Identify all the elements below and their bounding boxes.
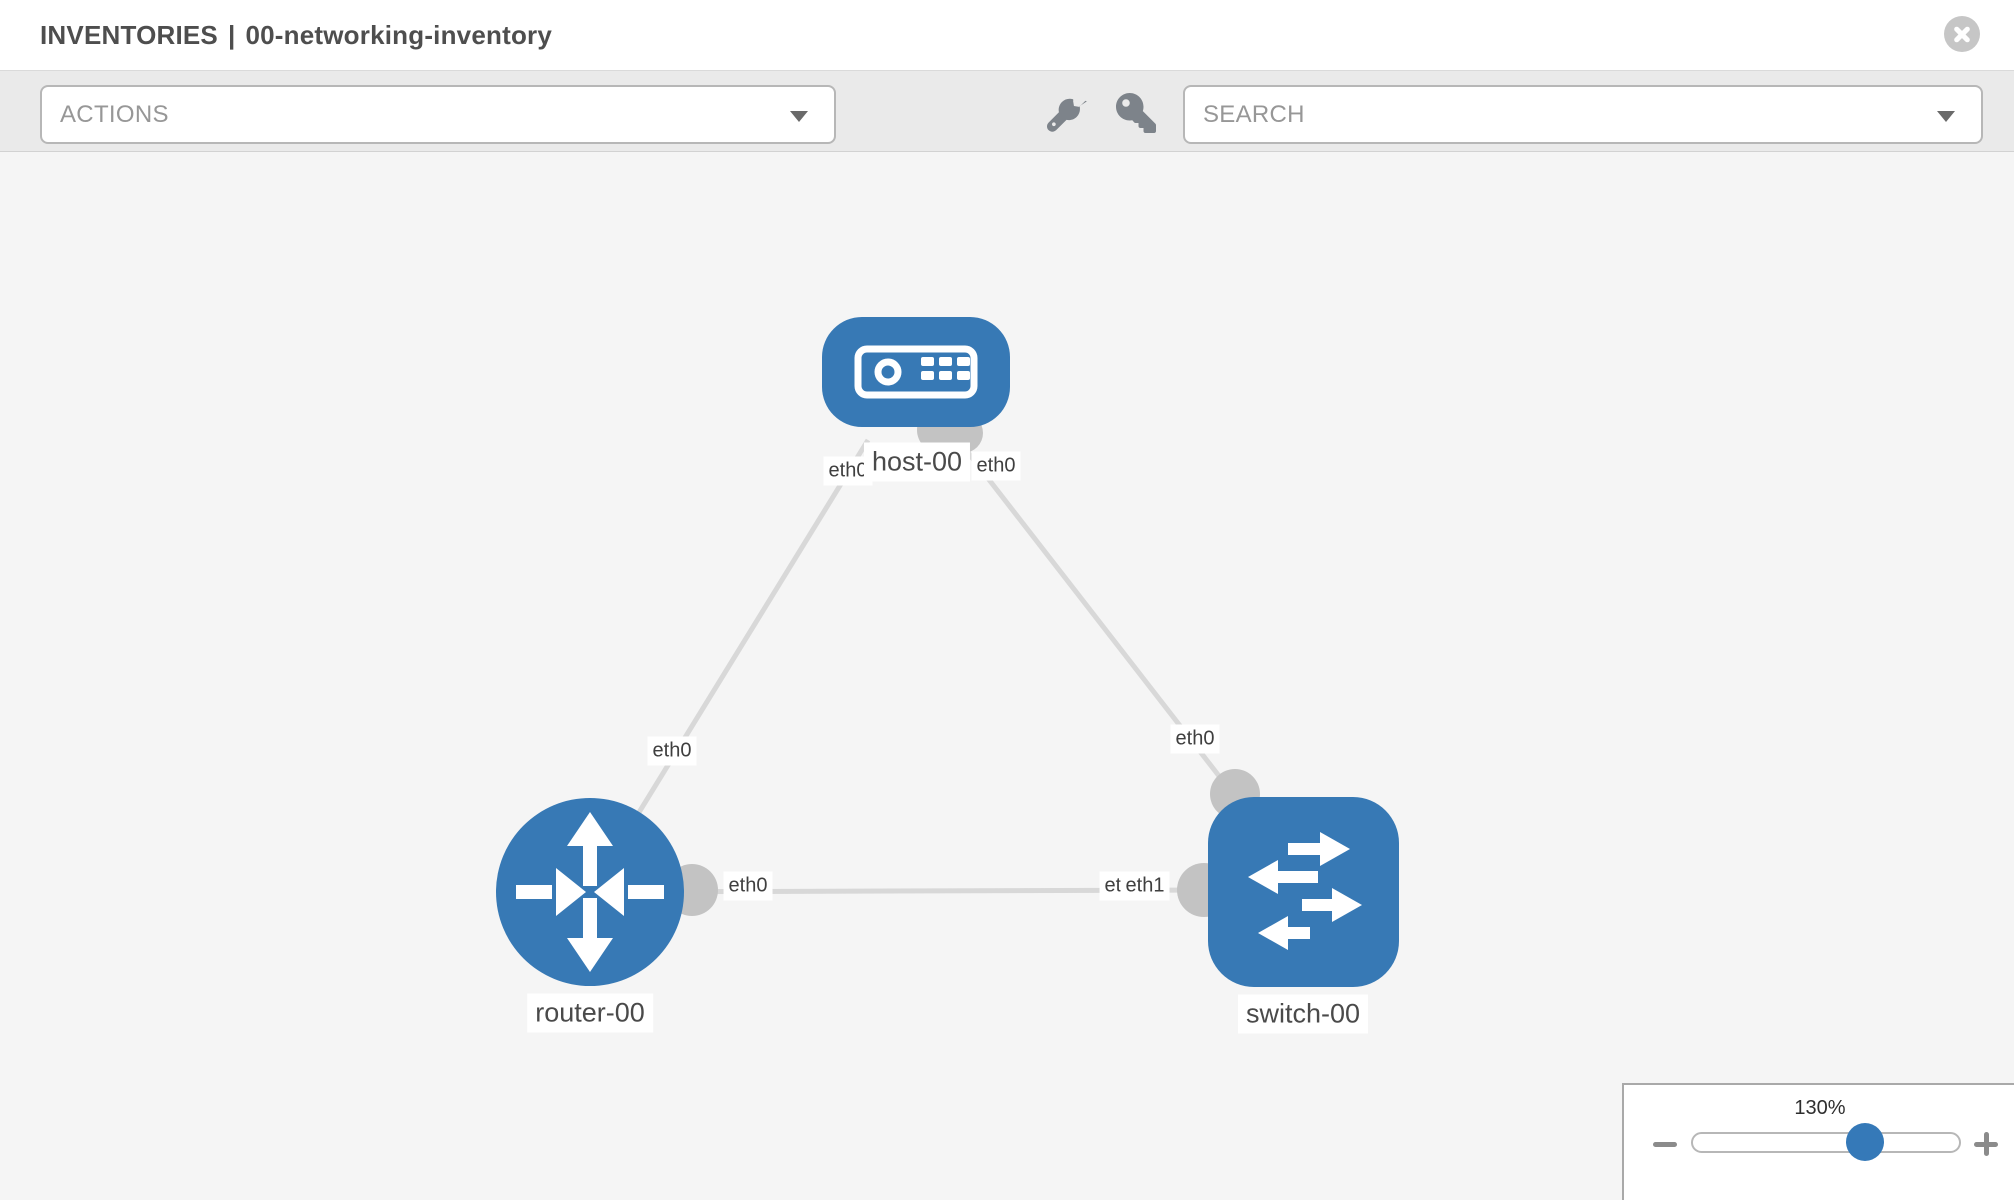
key-icon bbox=[1116, 93, 1156, 133]
interface-label: eth0 bbox=[647, 736, 697, 766]
inventory-name: 00-networking-inventory bbox=[245, 20, 553, 50]
switch-arrows-icon bbox=[1248, 832, 1362, 950]
node-label-host: host-00 bbox=[863, 442, 971, 482]
zoom-level-label: 130% bbox=[1794, 1097, 1846, 1119]
page-title: INVENTORIES | 00-networking-inventory bbox=[40, 0, 552, 70]
node-host-00[interactable] bbox=[822, 317, 1010, 427]
breadcrumb-separator: | bbox=[227, 20, 236, 50]
actions-dropdown[interactable]: ACTIONS bbox=[40, 85, 836, 144]
node-label-switch: switch-00 bbox=[1237, 994, 1369, 1034]
router-arrows-icon bbox=[516, 812, 664, 972]
host-device-icon bbox=[854, 345, 978, 399]
toolbar: ACTIONS SEARCH bbox=[0, 70, 2014, 152]
topology-canvas[interactable] bbox=[0, 152, 2014, 1200]
key-legend-button[interactable] bbox=[1110, 93, 1162, 133]
zoom-slider-thumb[interactable] bbox=[1846, 1123, 1884, 1161]
interface-label: eth0 bbox=[723, 871, 773, 901]
chevron-down-icon bbox=[1937, 111, 1955, 122]
chevron-down-icon bbox=[790, 111, 808, 122]
node-router-00[interactable] bbox=[496, 798, 684, 986]
header: INVENTORIES | 00-networking-inventory bbox=[0, 0, 2014, 70]
zoom-panel: 130% bbox=[1622, 1083, 2014, 1200]
interface-label: eth1 bbox=[1120, 871, 1170, 901]
wrench-icon bbox=[1047, 98, 1087, 132]
close-button[interactable] bbox=[1944, 16, 1980, 52]
zoom-slider-track[interactable] bbox=[1691, 1132, 1961, 1153]
zoom-out-button[interactable] bbox=[1649, 1128, 1681, 1160]
interface-label: eth0 bbox=[971, 451, 1021, 481]
minus-icon bbox=[1653, 1141, 1677, 1147]
node-label-router: router-00 bbox=[527, 993, 653, 1033]
breadcrumb-section: INVENTORIES bbox=[40, 20, 218, 50]
zoom-in-button[interactable] bbox=[1970, 1128, 2002, 1160]
search-dropdown[interactable]: SEARCH bbox=[1183, 85, 1983, 144]
node-switch-00[interactable] bbox=[1208, 797, 1399, 987]
interface-label: eth0 bbox=[1170, 724, 1220, 754]
tools-button[interactable] bbox=[1041, 93, 1093, 133]
actions-dropdown-label: ACTIONS bbox=[60, 101, 169, 128]
search-dropdown-label: SEARCH bbox=[1203, 101, 1305, 128]
